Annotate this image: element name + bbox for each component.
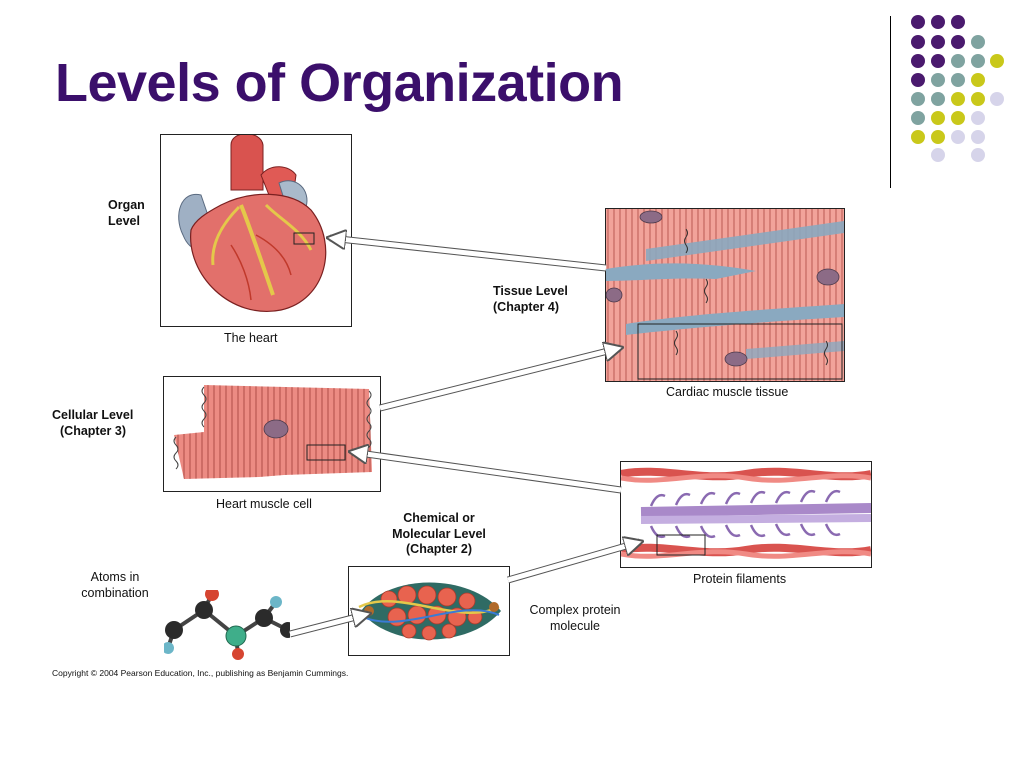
filaments-caption: Protein filaments (693, 572, 787, 586)
atoms-line2: combination (81, 585, 149, 600)
chemical-level-line3: (Chapter 2) (406, 542, 472, 557)
atoms-label: Atoms in combination (70, 570, 160, 601)
arrow-cell-to-tissue (379, 348, 620, 412)
chemical-level-label: Chemical or Molecular Level (Chapter 2) (380, 511, 498, 558)
cell-caption: Heart muscle cell (216, 497, 312, 511)
cellular-level-line1: Cellular Level (52, 408, 134, 422)
dot-row-1 (911, 15, 965, 29)
dot-row-4 (911, 73, 985, 87)
heart-illustration (160, 134, 352, 327)
dot-row-8 (931, 148, 985, 162)
atoms-illustration (164, 590, 290, 660)
protein-filaments-illustration (620, 461, 872, 568)
complex-protein-caption: Complex protein molecule (515, 603, 635, 634)
cellular-level-line2: (Chapter 3) (60, 423, 126, 438)
tissue-level-line2: (Chapter 4) (493, 299, 559, 314)
title-divider (890, 16, 891, 188)
cellular-level-label: Cellular Level (Chapter 3) (52, 408, 133, 439)
chemical-level-line1: Chemical or (403, 511, 475, 525)
tissue-caption: Cardiac muscle tissue (666, 385, 789, 399)
arrow-tissue-to-organ (330, 238, 607, 272)
cardiac-muscle-tissue-illustration (605, 208, 845, 382)
dot-row-6 (911, 111, 985, 125)
dot-row-5 (911, 92, 1004, 106)
tissue-level-line1: Tissue Level (493, 284, 568, 298)
dot-row-3 (911, 54, 1004, 68)
chemical-level-line2: Molecular Level (392, 526, 486, 541)
dot-row-2 (911, 35, 985, 49)
slide-title: Levels of Organization (55, 53, 624, 113)
tissue-level-label: Tissue Level (Chapter 4) (493, 284, 568, 315)
atoms-line1: Atoms in (90, 570, 140, 584)
arrow-filaments-to-cell (352, 452, 622, 494)
decorative-dot-grid (911, 15, 1004, 162)
heart-caption: The heart (224, 331, 278, 345)
dot-row-7 (911, 130, 985, 144)
copyright-notice: Copyright © 2004 Pearson Education, Inc.… (52, 668, 349, 678)
heart-muscle-cell-illustration (163, 376, 381, 492)
organ-level-line2: Level (108, 213, 140, 228)
organ-level-label: Organ Level (108, 198, 145, 229)
complex-protein-molecule-illustration (348, 566, 510, 656)
organ-level-line1: Organ (108, 198, 145, 212)
complex-protein-line2: molecule (549, 618, 601, 633)
complex-protein-line1: Complex protein (529, 603, 621, 617)
